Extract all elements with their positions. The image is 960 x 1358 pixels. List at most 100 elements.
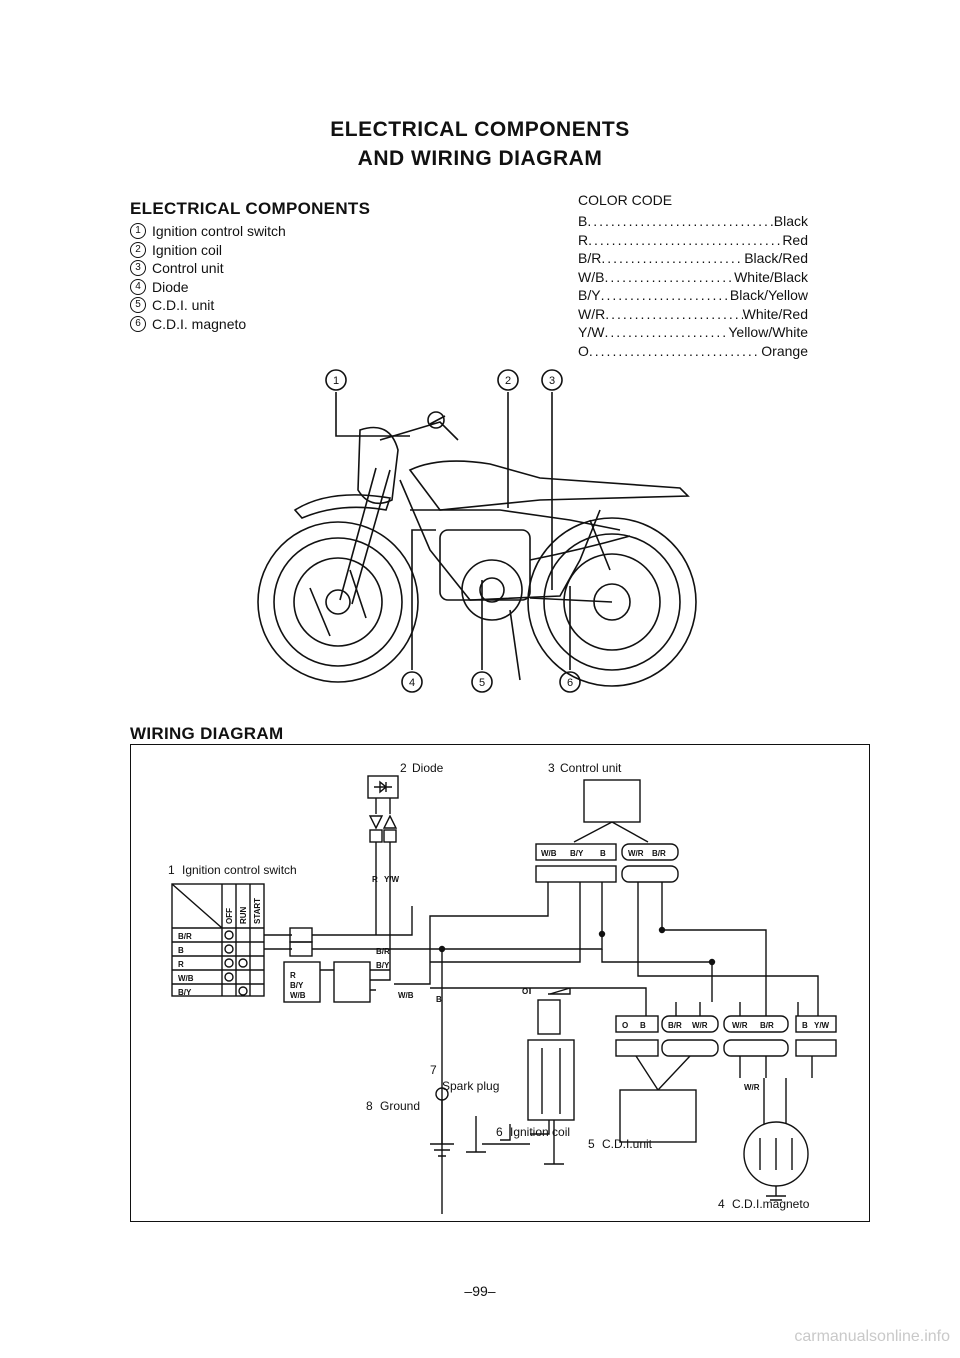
color-code-row: W/BWhite/Black	[578, 268, 808, 287]
wire-wb: W/B	[398, 991, 414, 1000]
ctrl-conn-c: B	[600, 849, 606, 858]
ground-label: Ground	[380, 1099, 420, 1113]
leader-dots	[604, 268, 734, 287]
number-plate	[357, 426, 399, 505]
cdi-unit-box	[619, 1089, 697, 1143]
diode-box	[367, 775, 399, 799]
component-label: Diode	[152, 278, 189, 295]
color-code-row: BBlack	[578, 212, 808, 231]
seat-tank	[408, 460, 690, 511]
component-label: C.D.I. magneto	[152, 315, 247, 332]
switch-label: Ignition control switch	[182, 863, 297, 877]
switch-pos-off: OFF	[225, 908, 234, 924]
cdi-conn-wr: W/R	[692, 1021, 708, 1030]
color-code-row: O Orange	[578, 342, 808, 361]
switch-row-by: B/Y	[178, 988, 192, 997]
cdi-conn-br2: B/R	[760, 1021, 774, 1030]
color-code-row: RRed	[578, 231, 808, 250]
cdi-conn-br: B/R	[668, 1021, 682, 1030]
wire-br: B/R	[376, 947, 390, 956]
switch-row-wb: W/B	[178, 974, 194, 983]
callout-6: 6	[567, 677, 573, 689]
exhaust	[529, 535, 631, 561]
color-code-heading: COLOR CODE	[578, 192, 673, 208]
color-code: B/Y	[578, 287, 601, 303]
wire-b: B	[436, 995, 442, 1004]
coil-connector	[537, 999, 561, 1035]
cdi-conn-o: O	[622, 1021, 628, 1030]
ctrl-conn-b: B/Y	[570, 849, 584, 858]
component-label: Ignition coil	[152, 241, 223, 258]
wiring-diagram: 2 Diode 3 Control unit 1 Ignition contro…	[168, 761, 837, 1214]
component-label: Ignition control switch	[152, 223, 286, 239]
magneto-label: C.D.I.magneto	[732, 1197, 810, 1211]
cdi-conn-b: B	[640, 1021, 646, 1030]
front-fender	[293, 494, 392, 519]
color-name: White/Black	[734, 268, 808, 285]
component-item: 6 C.D.I. magneto	[130, 315, 286, 334]
control-label: Control unit	[560, 761, 622, 775]
rear-wheel	[527, 517, 697, 687]
spark-label: Spark plug	[442, 1079, 499, 1093]
magneto-num: 4	[718, 1197, 725, 1211]
ignition-switch-table	[171, 883, 265, 997]
color-code-row: B/RBlack/Red	[578, 249, 808, 268]
diode-num: 2	[400, 761, 407, 775]
color-code-row: B/Y Black/Yellow	[578, 286, 808, 305]
switch-pos-run: RUN	[239, 906, 248, 924]
cdi-label: C.D.I.unit	[602, 1137, 653, 1151]
coil-num: 6	[496, 1125, 503, 1139]
item-number-badge: 2	[130, 241, 146, 258]
color-code: B/R	[578, 250, 602, 266]
switch-row-b: B	[178, 946, 184, 955]
front-fork	[339, 467, 391, 605]
sw-conn-wb: W/B	[290, 991, 306, 1000]
frame-lower	[410, 509, 621, 531]
leader-dots	[604, 323, 728, 342]
item-number-badge: 1	[130, 223, 146, 240]
color-code: B	[578, 213, 588, 229]
callout-leader-1	[335, 392, 410, 437]
item-number-badge: 3	[130, 260, 146, 277]
color-name: Black/Yellow	[729, 287, 808, 303]
item-number-badge: 5	[130, 297, 146, 314]
ignition-coil	[527, 1039, 575, 1121]
color-name: Yellow/White	[728, 324, 808, 340]
sw-conn-by: B/Y	[290, 981, 304, 990]
mag-conn-yw: Y/W	[814, 1021, 830, 1030]
wire-yw: Y/W	[384, 875, 400, 884]
item-number-badge: 6	[130, 315, 146, 332]
leader-dots	[605, 305, 742, 324]
color-code: O	[578, 342, 589, 359]
ctrl-conn-d: W/R	[628, 849, 644, 858]
page-title-line-1: ELECTRICAL COMPONENTS	[330, 118, 630, 141]
callout-3: 3	[549, 375, 555, 387]
color-name: Red	[782, 231, 808, 248]
cdi-num: 5	[588, 1137, 595, 1151]
spark-num: 7	[430, 1063, 437, 1077]
color-code: W/R	[578, 305, 606, 322]
callout-4: 4	[409, 677, 415, 689]
frame	[399, 479, 601, 601]
swingarm	[529, 597, 613, 603]
page-title-line-2: AND WIRING DIAGRAM	[357, 147, 603, 170]
front-wheel	[257, 521, 419, 683]
color-name: Orange	[761, 342, 808, 359]
color-code-row: Y/WYellow/White	[578, 323, 808, 342]
color-code-list: BBlack RRed B/RBlack/Red W/BWhite/Black …	[578, 212, 808, 360]
coil-label: Ignition coil	[510, 1125, 570, 1139]
color-name: White/Red	[742, 305, 808, 322]
callout-5: 5	[479, 677, 485, 689]
component-item: 1 Ignition control switch	[130, 222, 286, 241]
kickstand	[509, 609, 521, 681]
item-number-badge: 4	[130, 278, 146, 295]
component-label: Control unit	[152, 260, 224, 276]
motorcycle-illustration: 1 2 3 4 5 6	[257, 369, 697, 693]
component-item: 2 Ignition coil	[130, 241, 286, 260]
switch-num: 1	[168, 863, 175, 877]
control-num: 3	[548, 761, 555, 775]
switch-row-br: B/R	[178, 932, 192, 941]
handlebar	[379, 415, 459, 441]
wire-wr: W/R	[744, 1083, 760, 1092]
